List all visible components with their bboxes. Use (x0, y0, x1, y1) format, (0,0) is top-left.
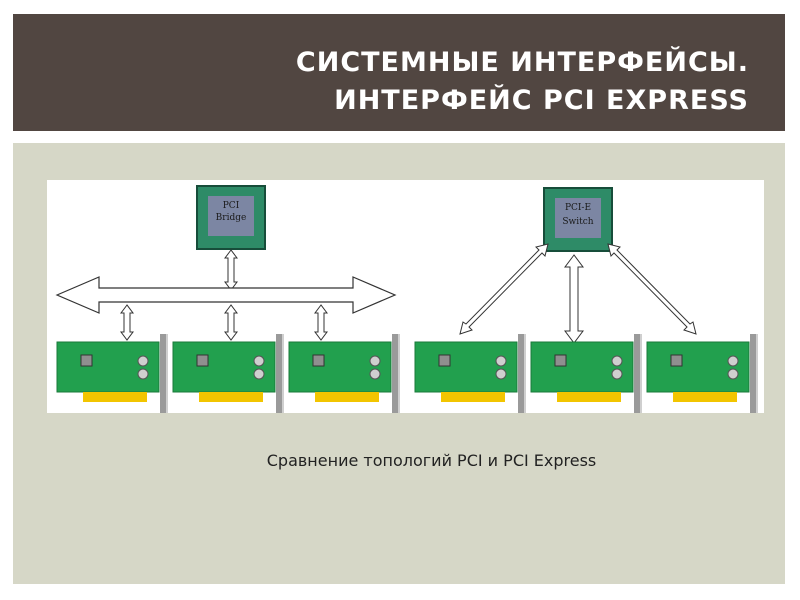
slide-title-line-2: ИНТЕРФЕЙС PCI EXPRESS (334, 85, 749, 116)
pci-bridge-arrow (224, 249, 238, 291)
pci-shared-bus-arrow (55, 276, 397, 314)
slide-title-line-1: СИСТЕМНЫЕ ИНТЕРФЕЙСЫ. (295, 47, 749, 78)
pci-card (56, 333, 169, 413)
pcie-link-arrow (564, 254, 584, 344)
pcie-card (414, 333, 527, 413)
pcie-card (646, 333, 759, 413)
pcie-switch-chip: PCI-E Switch (543, 187, 613, 252)
pcie-link-arrow (459, 243, 549, 335)
pci-card (288, 333, 401, 413)
pcie-switch-label-2: Switch (562, 217, 593, 227)
slide-title: СИСТЕМНЫЕ ИНТЕРФЕЙСЫ. ИНТЕРФЕЙС PCI EXPR… (296, 44, 749, 120)
topology-diagram: PCI Bridge (47, 180, 764, 413)
pcie-switch-label-1: PCI-E (565, 203, 591, 213)
pci-bus-card-arrow (314, 304, 328, 341)
pcie-link-arrow (607, 243, 697, 335)
pci-bridge-label-1: PCI (223, 201, 240, 211)
pcie-card (530, 333, 643, 413)
pci-bus-card-arrow (120, 304, 134, 341)
pci-bridge-label-2: Bridge (216, 213, 247, 223)
pci-bus-card-arrow (224, 304, 238, 341)
pci-card (172, 333, 285, 413)
pci-bridge-chip: PCI Bridge (196, 185, 266, 250)
diagram-caption: Сравнение топологий PCI и PCI Express (266, 451, 597, 470)
title-bar: СИСТЕМНЫЕ ИНТЕРФЕЙСЫ. ИНТЕРФЕЙС PCI EXPR… (13, 14, 785, 131)
